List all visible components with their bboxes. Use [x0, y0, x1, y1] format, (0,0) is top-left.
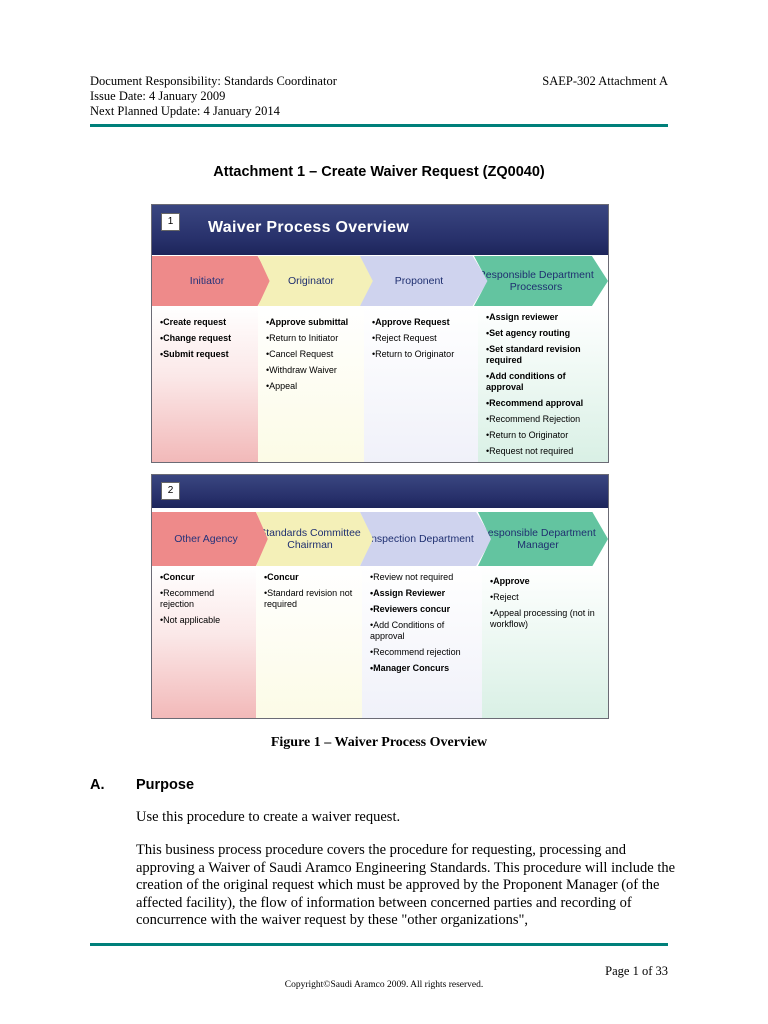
action-item: •Change request — [160, 333, 232, 343]
action-item: •Approve Request — [372, 317, 450, 327]
action-item: •Recommend approval — [486, 398, 584, 408]
action-item: •Appeal — [266, 381, 298, 391]
originator-arrow: Originator — [258, 256, 374, 306]
section-letter: A. — [90, 777, 105, 793]
action-item: •Assign Reviewer — [370, 588, 446, 598]
action-item: •Recommend rejection — [370, 647, 461, 657]
dept-manager-actions: •Approve •Reject •Appeal processing (not… — [482, 566, 608, 718]
action-item: •Reviewers concur — [370, 604, 451, 614]
action-item: •Approve submittal — [266, 317, 349, 327]
footer-rule — [90, 943, 668, 946]
action-item: •Appeal processing (not in workflow) — [490, 608, 595, 629]
action-item: •Set agency routing — [486, 328, 571, 338]
action-item: •Withdraw Waiver — [266, 365, 337, 375]
action-item: •Return to Originator — [486, 430, 569, 440]
header-left: Document Responsibility: Standards Coord… — [90, 74, 337, 119]
action-item: •Reject Request — [372, 333, 437, 343]
initiator-arrow: Initiator — [152, 256, 272, 306]
panel-2-banner: 2 — [152, 475, 608, 508]
page-number: Page 1 of 33 — [605, 964, 668, 978]
inspection-dept-arrow: Inspection Department — [360, 512, 492, 566]
originator-actions: •Approve submittal •Return to Initiator … — [258, 306, 364, 462]
action-item: •Reject — [490, 592, 519, 602]
action-item: •Concur — [264, 572, 299, 582]
panel-1-title: Waiver Process Overview — [208, 219, 410, 236]
panel-1-banner: 1 Waiver Process Overview — [152, 205, 608, 255]
action-item: •Create request — [160, 317, 227, 327]
header-next-update: Next Planned Update: 4 January 2014 — [90, 104, 280, 118]
action-item: •Set standard revision required — [486, 344, 581, 365]
action-item: •Return to Originator — [372, 349, 455, 359]
initiator-actions: •Create request •Change request •Submit … — [152, 306, 258, 462]
action-item: •Request not required — [486, 446, 574, 456]
action-item: •Concur — [160, 572, 195, 582]
action-item: •Assign reviewer — [486, 312, 559, 322]
action-item: •Recommend rejection — [160, 588, 215, 609]
paragraph: This business process procedure covers t… — [136, 842, 676, 928]
section-title: Purpose — [136, 777, 195, 793]
action-item: •Add Conditions of approval — [370, 620, 445, 641]
action-item: •Submit request — [160, 349, 229, 359]
action-item: •Cancel Request — [266, 349, 334, 359]
other-agency-arrow: Other Agency — [152, 512, 270, 566]
header-responsibility: Document Responsibility: Standards Coord… — [90, 74, 337, 88]
action-item: •Standard revision not required — [264, 588, 353, 609]
action-item: •Not applicable — [160, 615, 221, 625]
action-item: •Approve — [490, 576, 530, 586]
standards-chairman-actions: •Concur •Standard revision not required — [256, 566, 362, 718]
action-item: •Review not required — [370, 572, 454, 582]
figure-panel-2: 2 Other Agency Standards Committee Chair… — [151, 474, 609, 719]
other-agency-actions: •Concur •Recommend rejection •Not applic… — [152, 566, 256, 718]
dept-manager-arrow: Responsible Department Manager — [478, 512, 608, 566]
figure-caption: Figure 1 – Waiver Process Overview — [270, 735, 488, 750]
proponent-arrow: Proponent — [360, 256, 488, 306]
panel-2-number: 2 — [161, 482, 180, 500]
standards-chairman-arrow: Standards Committee Chairman — [256, 512, 374, 566]
paragraph: Use this procedure to create a waiver re… — [136, 809, 401, 825]
processors-actions: •Assign reviewer •Set agency routing •Se… — [478, 306, 608, 462]
header-rule — [90, 124, 668, 127]
processors-arrow: Responsible Department Processors — [474, 256, 608, 306]
header-doc-id: SAEP-302 Attachment A — [542, 74, 668, 88]
proponent-actions: •Approve Request •Reject Request •Return… — [364, 306, 478, 462]
header-issue-date: Issue Date: 4 January 2009 — [90, 89, 226, 103]
action-item: •Recommend Rejection — [486, 414, 581, 424]
copyright: Copyright©Saudi Aramco 2009. All rights … — [284, 980, 484, 990]
action-item: •Return to Initiator — [266, 333, 339, 343]
inspection-dept-actions: •Review not required •Assign Reviewer •R… — [362, 566, 482, 718]
figure-panel-1: 1 Waiver Process Overview Initiator Orig… — [151, 204, 609, 463]
action-item: •Add conditions of approval — [486, 371, 566, 392]
panel-1-number: 1 — [161, 213, 180, 231]
action-item: •Manager Concurs — [370, 663, 450, 673]
attachment-title: Attachment 1 – Create Waiver Request (ZQ… — [213, 164, 545, 180]
